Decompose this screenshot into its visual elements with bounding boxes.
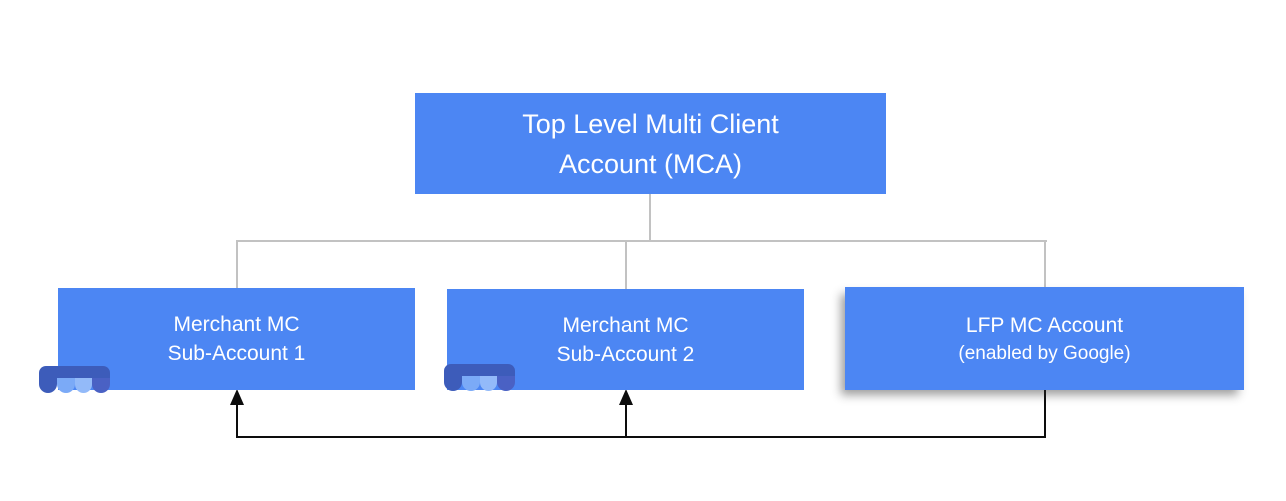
flow-line-up-sub2 [625,404,627,437]
node-label-line: Merchant MC [562,313,689,337]
node-label-line: Sub-Account 2 [556,342,695,366]
awning-scallops [444,376,515,391]
connector-root-vertical [649,194,651,242]
google-business-profile-icon: G [444,364,515,430]
awning-stripe [497,376,515,391]
flow-line-horizontal [236,436,1046,438]
connector-drop-lfp [1044,240,1046,287]
node-label-line: LFP MC Account [965,313,1124,337]
node-label-line: Top Level Multi Client [522,108,779,139]
connector-drop-sub2 [625,240,627,289]
node-label-line: Sub-Account 1 [167,342,306,365]
node-label-line: (enabled by Google) [958,342,1131,364]
awning-stripe [444,376,462,391]
node-merchant-sub-account-1: Merchant MC Sub-Account 1 [58,288,415,390]
awning-stripe [39,378,57,393]
node-top-level-mca: Top Level Multi Client Account (MCA) [415,93,886,194]
google-g-letter: G [84,399,101,422]
awning-top-band [39,366,110,379]
node-label-line: Merchant MC [173,313,300,336]
flow-line-up-sub1 [236,404,238,437]
awning-stripe [92,378,110,393]
awning-stripe [56,378,75,393]
google-g-letter: G [489,397,506,420]
connector-drop-sub1 [236,240,238,288]
awning-scallops [39,378,110,393]
arrowhead-sub2-icon [619,389,633,405]
arrowhead-sub1-icon [230,389,244,405]
connector-horizontal-bar [236,240,1047,242]
node-label-line: Account (MCA) [558,148,743,179]
node-lfp-mc-account: LFP MC Account (enabled by Google) [845,287,1244,390]
awning-top-band [444,364,515,377]
awning-stripe [479,376,498,391]
google-business-profile-icon: G [39,366,110,432]
flow-line-lfp-down [1044,390,1046,438]
awning-stripe [461,376,480,391]
awning-stripe [74,378,93,393]
